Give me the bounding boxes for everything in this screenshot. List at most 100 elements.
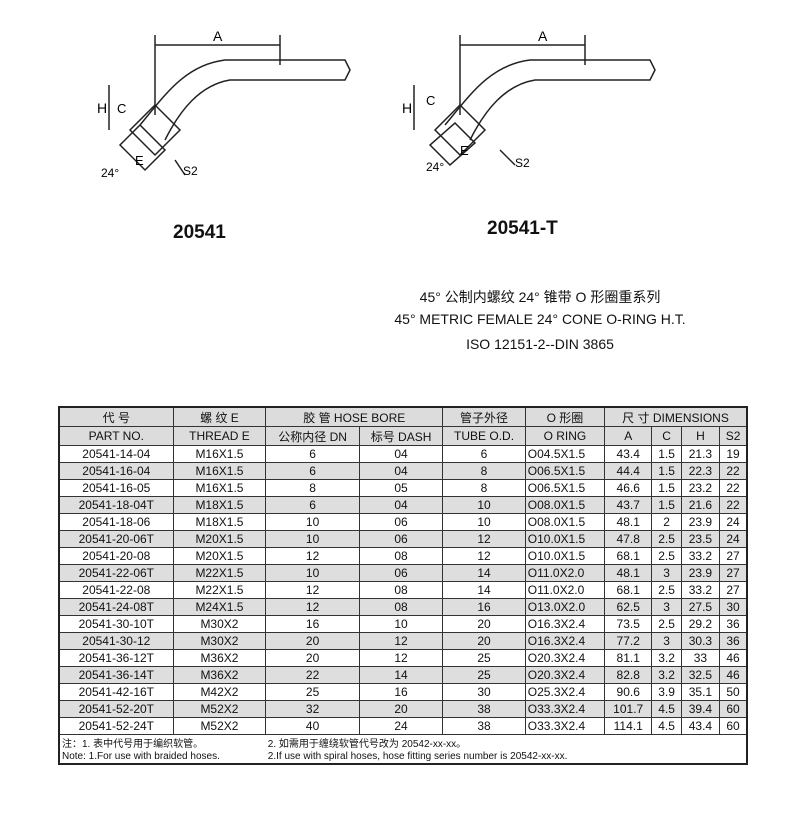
table-cell: 27 (719, 547, 748, 565)
angle-label: 24° (426, 160, 444, 174)
table-cell: 20541-20-06T (58, 530, 174, 548)
table-cell: M22X1.5 (172, 564, 267, 582)
table-cell: 1.5 (651, 496, 682, 514)
table-cell: 21.3 (680, 445, 721, 463)
dim-e-label: E (135, 153, 144, 168)
table-cell: M16X1.5 (172, 462, 267, 480)
table-cell: O13.0X2.0 (524, 598, 606, 616)
note-cn-1: 注：1. 表中代号用于编织软管。 (59, 734, 266, 750)
table-cell: 3.9 (651, 683, 682, 701)
table-cell: 20541-36-14T (58, 666, 174, 684)
table-cell: O20.3X2.4 (524, 666, 606, 684)
table-cell: 62.5 (603, 598, 653, 616)
table-cell: O11.0X2.0 (524, 564, 606, 582)
table-cell: O11.0X2.0 (524, 581, 606, 599)
dim-a-label: A (538, 28, 548, 44)
table-cell: 60 (719, 717, 748, 735)
table-cell: 20541-52-24T (58, 717, 174, 735)
table-cell: O08.0X1.5 (524, 513, 606, 531)
table-cell: 32 (265, 700, 360, 718)
column-header: 标号 DASH (358, 426, 444, 446)
table-cell: 27 (719, 564, 748, 582)
table-cell: 30.3 (680, 632, 721, 650)
table-cell: 10 (265, 513, 360, 531)
table-cell: 6 (265, 445, 360, 463)
table-cell: 114.1 (603, 717, 653, 735)
table-cell: 25 (265, 683, 360, 701)
table-cell: 30 (719, 598, 748, 616)
table-cell: 82.8 (603, 666, 653, 684)
dim-h-label: H (97, 100, 107, 116)
table-cell: 6 (265, 496, 360, 514)
dim-e-label: E (460, 143, 469, 158)
fitting-drawing-20541-t: A H C E 24° S2 (402, 28, 656, 174)
table-cell: 22.3 (680, 462, 721, 480)
table-cell: 12 (265, 598, 360, 616)
table-cell: 48.1 (603, 513, 653, 531)
table-cell: 24 (719, 513, 748, 531)
header-dimensions: 尺 寸 DIMENSIONS (604, 406, 748, 427)
dim-h-label: H (402, 100, 412, 116)
model-title-20541-t: 20541-T (487, 218, 558, 239)
table-cell: 16 (358, 683, 444, 701)
table-cell: 50 (719, 683, 748, 701)
table-cell: 20541-30-12 (58, 632, 174, 650)
table-cell: O08.0X1.5 (524, 496, 606, 514)
table-cell: 22 (265, 666, 360, 684)
header-hose-bore: 胶 管 HOSE BORE (265, 406, 444, 427)
column-header: O RING (524, 426, 606, 446)
table-cell: 33 (680, 649, 721, 667)
table-cell: M22X1.5 (172, 581, 267, 599)
table-cell: 22 (719, 479, 748, 497)
dim-s2-label: S2 (515, 156, 530, 170)
spec-line-en: 45° METRIC FEMALE 24° CONE O-RING H.T. (394, 311, 686, 327)
table-cell: 14 (358, 666, 444, 684)
table-cell: 44.4 (603, 462, 653, 480)
table-cell: 3 (651, 564, 682, 582)
table-cell: 68.1 (603, 581, 653, 599)
table-cell: M16X1.5 (172, 479, 267, 497)
table-cell: 16 (265, 615, 360, 633)
table-cell: 25 (442, 666, 526, 684)
table-cell: 23.9 (680, 564, 721, 582)
table-cell: 46 (719, 666, 748, 684)
table-cell: 20541-16-05 (58, 479, 174, 497)
table-cell: 20541-20-08 (58, 547, 174, 565)
table-cell: 25 (442, 649, 526, 667)
table-cell: 10 (442, 496, 526, 514)
table-cell: 23.2 (680, 479, 721, 497)
header-tube: 管子外径 (442, 406, 526, 427)
table-cell: 20541-52-20T (58, 700, 174, 718)
table-cell: O16.3X2.4 (524, 632, 606, 650)
table-cell: 40 (265, 717, 360, 735)
table-cell: 3 (651, 598, 682, 616)
table-cell: 43.4 (680, 717, 721, 735)
table-cell: 10 (358, 615, 444, 633)
column-header: C (651, 426, 682, 446)
table-cell: 47.8 (603, 530, 653, 548)
table-cell: 90.6 (603, 683, 653, 701)
table-cell: 8 (442, 462, 526, 480)
table-cell: 20 (358, 700, 444, 718)
table-cell: 68.1 (603, 547, 653, 565)
table-cell: M42X2 (172, 683, 267, 701)
table-cell: O04.5X1.5 (524, 445, 606, 463)
table-cell: 8 (442, 479, 526, 497)
table-cell: M30X2 (172, 632, 267, 650)
column-header: H (680, 426, 721, 446)
column-header: 公称内径 DN (265, 426, 360, 446)
table-cell: 22 (719, 462, 748, 480)
table-cell: 60 (719, 700, 748, 718)
table-cell: 27.5 (680, 598, 721, 616)
note-en-2: 2.If use with spiral hoses, hose fitting… (265, 750, 747, 764)
dim-a-label: A (213, 28, 223, 44)
